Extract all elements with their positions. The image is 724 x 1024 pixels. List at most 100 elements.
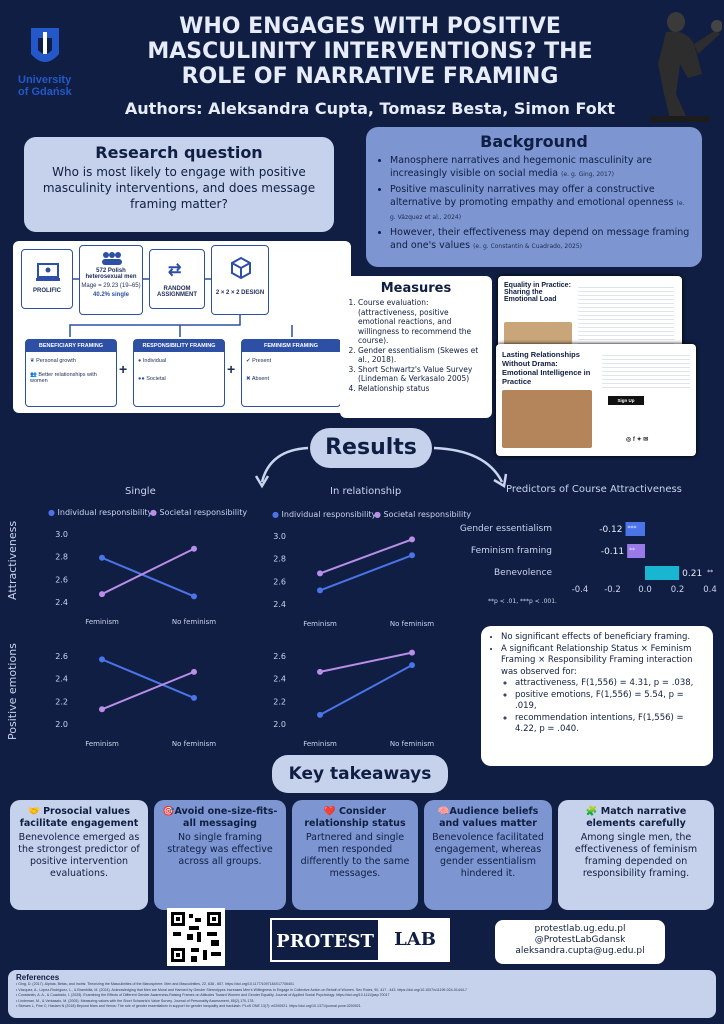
series-line bbox=[319, 651, 413, 673]
x-tick-label: 0.2 bbox=[671, 585, 685, 595]
study-design-diagram: PROLIFIC 572 Polish heterosexual men Mag… bbox=[13, 241, 351, 413]
design-connectors bbox=[69, 278, 293, 337]
data-point bbox=[317, 711, 323, 718]
bar-value-label: -0.11 bbox=[601, 547, 624, 557]
laptop-users-icon bbox=[36, 263, 60, 281]
series-line bbox=[319, 664, 413, 716]
y-tick-label: 2.6 bbox=[273, 652, 286, 661]
background-item: Positive masculinity narratives may offe… bbox=[390, 183, 692, 224]
article-2-title: Lasting Relationships Without Drama: Emo… bbox=[502, 350, 591, 386]
contact-website[interactable]: protestlab.ug.edu.pl bbox=[534, 924, 626, 934]
responsibility-framing-box: RESPONSIBILITY FRAMING ● Individual ●● S… bbox=[133, 339, 225, 407]
contact-handle[interactable]: @ProtestLabGdansk bbox=[534, 935, 626, 945]
stats-subitem: positive emotions, F(1,556) = 5.54, p = … bbox=[515, 690, 705, 713]
references-card: References • Ging, D. (2017). Alphas, Be… bbox=[8, 970, 716, 1018]
data-point bbox=[317, 587, 323, 594]
data-point bbox=[409, 536, 415, 543]
feminism-framing-title: FEMINISM FRAMING bbox=[242, 340, 340, 352]
article-2-photo bbox=[502, 390, 592, 448]
measure-item: Gender essentialism (Skewes et al., 2018… bbox=[358, 346, 486, 365]
data-point bbox=[191, 593, 197, 600]
logo-text-2: of Gdańsk bbox=[18, 86, 72, 98]
x-tick-label: Feminism bbox=[303, 620, 337, 628]
y-label-attractiveness: Attractiveness bbox=[6, 520, 19, 600]
y-tick-label: 2.2 bbox=[273, 697, 286, 706]
sample-age: Mage = 29.23 (19–65) bbox=[81, 283, 141, 289]
bar-value-label: -0.12 bbox=[599, 525, 622, 535]
group-icon: ●● bbox=[138, 376, 145, 382]
data-point bbox=[191, 668, 197, 675]
background-item: However, their effectiveness may depend … bbox=[390, 226, 692, 253]
data-point bbox=[191, 694, 197, 701]
cross-icon: ✖ bbox=[246, 376, 251, 382]
y-label-positive-emotions: Positive emotions bbox=[6, 643, 19, 740]
series-line bbox=[101, 658, 195, 699]
stats-item: A significant Relationship Status × Femi… bbox=[501, 644, 705, 736]
significance-label: *** bbox=[628, 525, 637, 532]
data-point bbox=[99, 591, 105, 598]
y-tick-label: 3.0 bbox=[273, 532, 286, 541]
key-takeaways-heading: Key takeaways bbox=[272, 755, 448, 793]
bar-value-label: 0.21 bbox=[682, 569, 702, 579]
y-tick-label: 2.8 bbox=[273, 555, 286, 564]
x-tick-label: -0.4 bbox=[572, 585, 589, 595]
couple-icon: 👥 bbox=[30, 372, 37, 378]
university-logo: University of Gdańsk bbox=[18, 26, 108, 98]
x-tick-label: No feminism bbox=[172, 740, 216, 748]
x-tick-label: No feminism bbox=[390, 620, 434, 628]
y-tick-label: 2.0 bbox=[273, 720, 286, 729]
series-line bbox=[101, 670, 195, 711]
bar bbox=[645, 566, 680, 580]
stats-subitem: recommendation intentions, F(1,556) = 4.… bbox=[515, 713, 705, 736]
article-1-title: Equality in Practice: Sharing the Emotio… bbox=[504, 282, 571, 303]
check-icon: ✔ bbox=[246, 358, 251, 364]
background-item: Manosphere narratives and hegemonic masc… bbox=[390, 154, 692, 181]
references-heading: References bbox=[16, 973, 60, 982]
series-line bbox=[101, 556, 195, 598]
significance-label: ** bbox=[629, 547, 635, 554]
y-tick-label: 2.6 bbox=[273, 577, 286, 586]
series-line bbox=[319, 538, 413, 575]
measures-heading: Measures bbox=[380, 281, 452, 296]
cube-icon bbox=[231, 256, 251, 280]
prolific-box: PROLIFIC bbox=[21, 249, 73, 309]
data-point bbox=[99, 554, 105, 561]
sample-box: 572 Polish heterosexual men Mage = 29.23… bbox=[79, 245, 143, 315]
reference-item: • Skewes L, Fine C, Haslam N (2018) Beyo… bbox=[16, 1004, 361, 1008]
predictors-title: Predictors of Course Attractiveness bbox=[506, 484, 682, 495]
lab-label: LAB bbox=[394, 929, 436, 950]
university-crest-icon bbox=[31, 28, 59, 62]
y-tick-label: 2.0 bbox=[55, 720, 68, 729]
signup-button[interactable]: Sign Up bbox=[608, 396, 644, 405]
design-label: 2 × 2 × 2 DESIGN bbox=[215, 290, 265, 296]
article-2-text-lines bbox=[602, 352, 690, 390]
legend-societal-1: ● Societal responsibility bbox=[150, 508, 248, 517]
category-label: Feminism framing bbox=[471, 546, 552, 556]
stats-item: No significant effects of beneficiary fr… bbox=[501, 632, 705, 644]
x-tick-label: Feminism bbox=[303, 740, 337, 748]
logo-text-1: University bbox=[18, 74, 72, 86]
individual-label: Individual bbox=[142, 358, 167, 364]
better-relationships-label: Better relationships with women bbox=[30, 372, 97, 384]
takeaway-card: 🤝 Prosocial values facilitate engagement… bbox=[10, 800, 148, 910]
shuffle-icon: ⇄ bbox=[168, 262, 182, 279]
contact-email[interactable]: aleksandra.cupta@ug.edu.pl bbox=[515, 946, 645, 956]
significance-note: **p < .01, ***p < .001. bbox=[488, 598, 557, 605]
series-line bbox=[101, 547, 195, 595]
discobolus-statue-image bbox=[650, 12, 722, 122]
poster-authors: Authors: Aleksandra Cupta, Tomasz Besta,… bbox=[124, 99, 616, 118]
background-heading: Background bbox=[480, 132, 588, 151]
social-icons: ◎ f ✦ ✉ bbox=[626, 437, 649, 443]
y-tick-label: 2.6 bbox=[55, 575, 68, 584]
series-line bbox=[319, 554, 413, 592]
sample-text: 572 Polish heterosexual men bbox=[85, 268, 137, 280]
random-assignment-box: ⇄ RANDOM ASSIGNMENT bbox=[149, 249, 205, 309]
qr-code-icon bbox=[167, 908, 225, 966]
category-label: Benevolence bbox=[494, 568, 552, 578]
chart-predictors: Gender essentialism-0.12***Feminism fram… bbox=[460, 522, 717, 595]
x-tick-label: No feminism bbox=[172, 618, 216, 626]
